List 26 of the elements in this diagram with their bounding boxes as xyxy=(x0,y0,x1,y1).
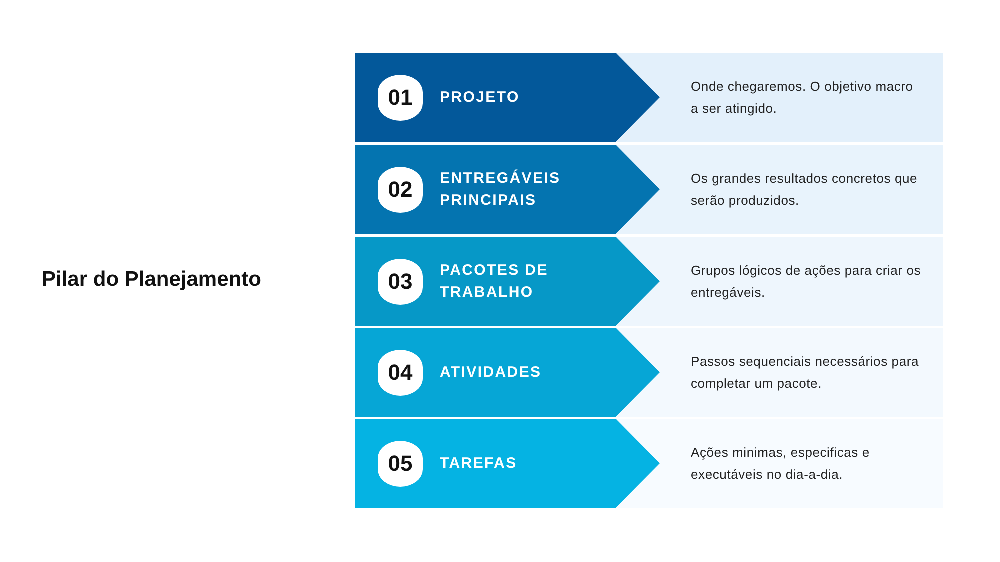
diagram-title: Pilar do Planejamento xyxy=(42,268,262,292)
step-banner xyxy=(355,328,660,417)
description-panel xyxy=(616,237,943,326)
step-banner xyxy=(355,419,660,508)
step-label: ATIVIDADES xyxy=(440,362,543,382)
step-banner xyxy=(355,145,660,234)
step-number: 01 xyxy=(378,74,423,120)
step-label: PACOTES DE TRABALHO xyxy=(440,260,550,302)
step-number: 03 xyxy=(378,258,423,304)
step-number: 05 xyxy=(378,440,423,486)
step-banner xyxy=(355,53,660,142)
description-text: Passos sequenciais necessários para completar um pacote. xyxy=(690,352,920,393)
description-text: Ações minimas, especificas e executáveis no dia-a-dia. xyxy=(690,444,871,484)
step-label: TAREFAS xyxy=(440,454,518,474)
description-panel xyxy=(616,328,943,417)
description-panel xyxy=(616,419,943,508)
step-banner xyxy=(355,237,660,326)
description-panel xyxy=(616,53,943,142)
step-number: 02 xyxy=(378,166,423,212)
step-label: ENTREGÁVEIS PRINCIPAIS xyxy=(440,168,562,210)
description-panel xyxy=(616,145,943,234)
step-label: PROJETO xyxy=(440,88,521,108)
description-text: Grupos lógicos de ações para criar os entregáveis. xyxy=(690,262,922,302)
description-text: Os grandes resultados concretos que serão produzidos. xyxy=(690,170,919,210)
step-number: 04 xyxy=(378,350,423,396)
description-text: Onde chegaremos. O objetivo macro a ser atingido. xyxy=(690,78,914,118)
